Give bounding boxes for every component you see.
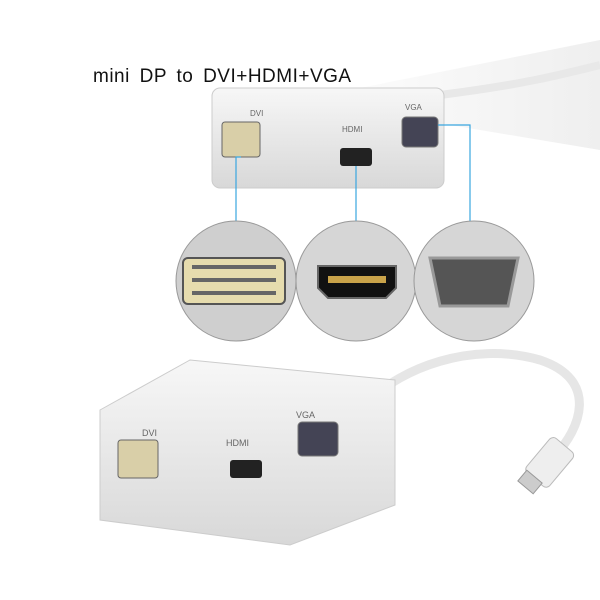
dvi-label-top: DVI <box>250 109 263 118</box>
vga-label-top: VGA <box>405 103 423 112</box>
dvi-closeup <box>175 220 297 342</box>
hdmi-closeup <box>295 220 417 342</box>
callout-lines <box>235 124 471 222</box>
dvi-label-bottom: DVI <box>142 428 157 438</box>
vga-closeup <box>413 220 535 342</box>
bottom-adapter: DVI HDMI VGA <box>99 349 584 546</box>
top-adapter: DVI HDMI VGA <box>211 61 600 189</box>
vga-label-bottom: VGA <box>296 410 315 420</box>
product-title: mini DP to DVI+HDMI+VGA <box>93 66 352 87</box>
hdmi-label-top: HDMI <box>342 125 362 134</box>
hdmi-label-bottom: HDMI <box>226 438 249 448</box>
